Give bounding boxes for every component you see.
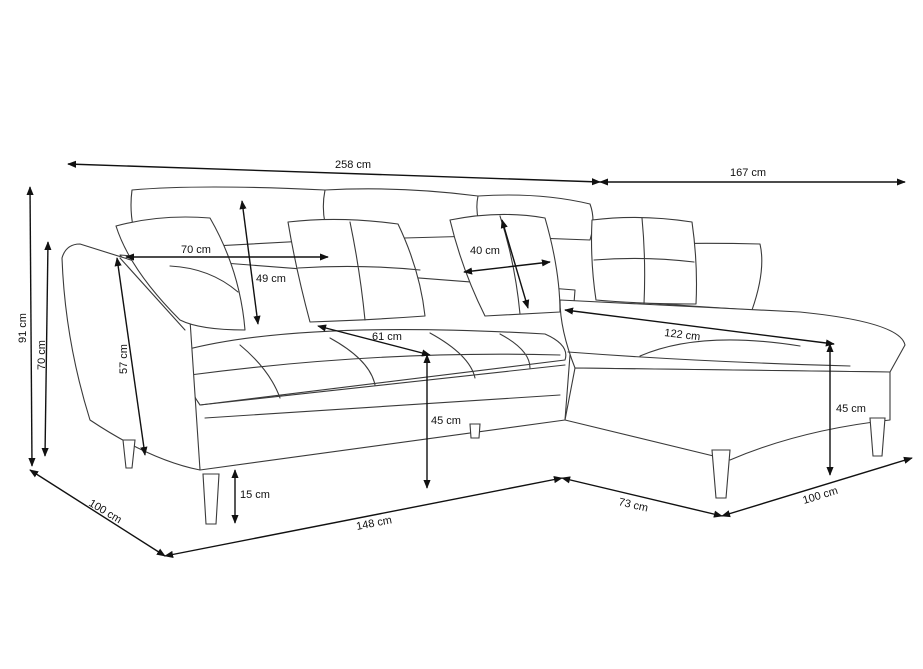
dim-line-sofa-length: [164, 476, 563, 558]
label-chaise-length: 167 cm: [730, 167, 766, 179]
label-chaise-seat-height: 45 cm: [836, 403, 866, 415]
label-total-height: 91 cm: [17, 313, 29, 343]
pillow-left-seam: [297, 221, 421, 321]
label-pillow-width: 40 cm: [470, 245, 500, 257]
seat-front-panel: [199, 364, 566, 419]
dimension-lines: [26, 160, 913, 558]
label-cushion-width: 70 cm: [181, 244, 211, 256]
dim-line-back-height: [41, 241, 52, 457]
label-seat-depth: 61 cm: [372, 331, 402, 343]
dim-line-chaise-inner: [564, 307, 835, 347]
label-chaise-depth: 100 cm: [801, 485, 839, 507]
label-back-height: 70 cm: [36, 340, 48, 370]
leg-chaise-front: [711, 449, 731, 499]
dim-line-seat-depth: [317, 324, 431, 357]
label-seat-height: 45 cm: [431, 415, 461, 427]
leg-front-left: [202, 473, 220, 525]
seat-cushion-seams: [189, 332, 561, 399]
label-depth: 100 cm: [86, 497, 123, 526]
dim-line-total-height: [26, 186, 36, 467]
dim-line-total-width: [67, 160, 601, 186]
dim-line-cushion-height: [239, 200, 261, 325]
leg-chaise-right: [869, 417, 886, 457]
dim-line-depth: [29, 469, 166, 557]
label-cushion-height: 49 cm: [256, 273, 286, 285]
dim-line-armrest-height: [114, 257, 148, 456]
pillow-right-seam: [593, 217, 695, 305]
dim-line-chaise-width: [561, 476, 723, 518]
sofa-drawing: [61, 186, 906, 525]
pillow-left: [287, 218, 426, 323]
pillow-left-small: [115, 216, 246, 331]
label-total-width: 258 cm: [335, 159, 371, 171]
dim-line-chaise-depth: [721, 456, 913, 518]
pillow-left-small-seam: [169, 265, 239, 293]
label-leg-height: 15 cm: [240, 489, 270, 501]
label-chaise-inner: 122 cm: [664, 327, 701, 343]
leg-middle: [469, 423, 481, 439]
label-armrest-height: 57 cm: [118, 344, 130, 374]
dim-line-pillow-depth: [500, 219, 530, 309]
leg-back-left: [122, 439, 136, 469]
label-chaise-width: 73 cm: [617, 496, 649, 514]
chaise-seat: [559, 299, 906, 373]
